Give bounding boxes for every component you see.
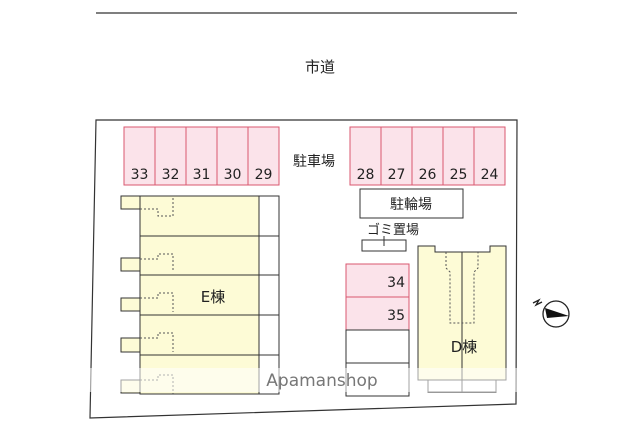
parking-row-right: 28 27 26 25 24 <box>349 126 506 186</box>
parking-space <box>380 126 413 186</box>
bicycle-parking <box>359 188 464 219</box>
parking-space <box>247 126 280 186</box>
building-e-label: E棟 <box>201 288 225 306</box>
watermark-band <box>0 368 640 392</box>
parking-space-number: 33 <box>131 167 149 183</box>
parking-column-middle: 34 35 <box>345 263 410 331</box>
parking-space-number: 25 <box>450 167 468 183</box>
road-label: 市道 <box>305 58 335 76</box>
parking-space <box>154 126 187 186</box>
parking-space <box>345 263 410 298</box>
empty-lot <box>345 329 410 364</box>
north-compass-icon <box>532 298 570 328</box>
parking-row-left: 33 32 31 30 29 <box>123 126 280 186</box>
parking-label: 駐車場 <box>293 153 335 170</box>
building-e: E棟 <box>120 195 280 395</box>
parking-space-number: 31 <box>193 167 211 183</box>
parking-space-number: 32 <box>162 167 180 183</box>
parking-space-number: 27 <box>388 167 406 183</box>
parking-space <box>185 126 218 186</box>
building-d-label: D棟 <box>451 338 478 356</box>
parking-space-number: 35 <box>387 308 405 324</box>
parking-space-number: 30 <box>224 167 242 183</box>
parking-space <box>442 126 475 186</box>
parking-space-number: 29 <box>255 167 273 183</box>
bicycle-label: 駐輪場 <box>390 196 432 213</box>
garbage-label: ゴミ置場 <box>367 222 419 238</box>
parking-space <box>473 126 506 186</box>
parking-space <box>123 126 156 186</box>
parking-space <box>411 126 444 186</box>
parking-space-number: 24 <box>481 167 499 183</box>
parking-space-number: 26 <box>419 167 437 183</box>
parking-space <box>345 296 410 331</box>
parking-space-number: 34 <box>387 275 405 291</box>
parking-space-number: 28 <box>357 167 375 183</box>
watermark: Apamanshop <box>266 371 377 391</box>
